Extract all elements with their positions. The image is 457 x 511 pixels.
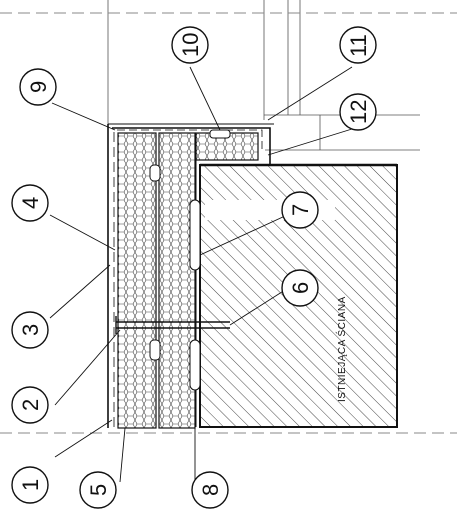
callout-11: 11 [339,26,377,64]
callouts: 1 2 3 4 5 6 7 8 9 10 11 [11,26,377,509]
insulation-board-outer [117,132,157,429]
callout-12: 12 [339,93,377,131]
reference-lines [0,12,457,434]
callout-7: 7 [281,191,319,229]
callout-3: 3 [11,311,49,349]
svg-text:3: 3 [18,324,43,336]
insulation-board-inner [158,132,196,429]
wall-label: ISTNIEJĄCA ŚCIANA [335,296,348,402]
svg-text:10: 10 [178,33,203,57]
render-layers [107,123,274,428]
svg-text:11: 11 [346,34,371,57]
svg-text:8: 8 [198,484,223,496]
callout-8: 8 [191,471,229,509]
callout-9: 9 [19,68,57,106]
callout-10: 10 [171,26,209,64]
svg-text:7: 7 [288,204,313,216]
svg-text:6: 6 [288,282,313,294]
leader-lines [49,66,353,483]
svg-text:5: 5 [86,484,111,496]
svg-text:1: 1 [18,479,43,491]
anchor-dowel [115,316,230,334]
svg-text:9: 9 [26,81,51,93]
svg-text:4: 4 [18,197,43,209]
callout-5: 5 [79,471,117,509]
callout-6: 6 [281,269,319,307]
svg-text:2: 2 [18,399,43,411]
callout-4: 4 [11,184,49,222]
callout-2: 2 [11,386,49,424]
svg-text:12: 12 [346,100,371,124]
callout-1: 1 [11,466,49,504]
adhesive-spots [149,129,231,391]
